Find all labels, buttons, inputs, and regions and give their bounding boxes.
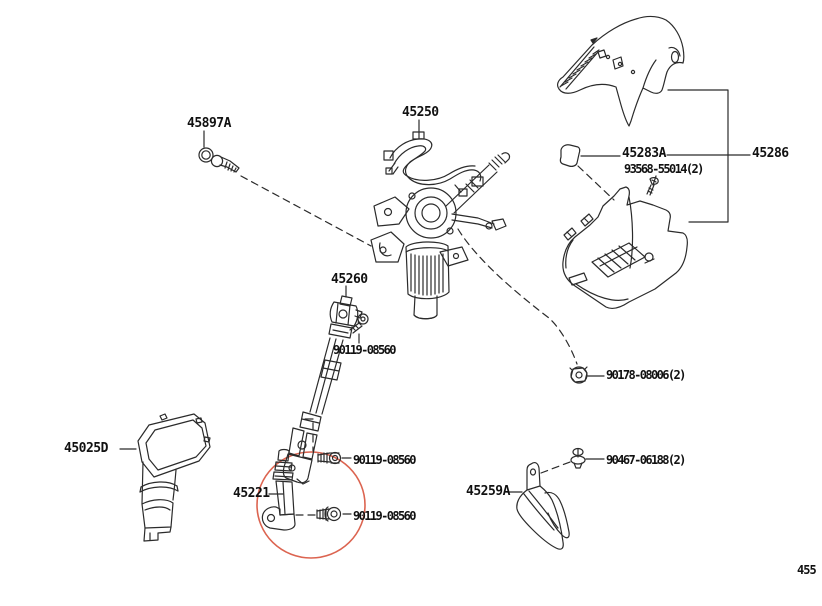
part-label-45221[interactable]: 45221 [233,486,270,501]
shaft-45221-drawing [261,448,296,531]
part-label-45286[interactable]: 45286 [752,146,789,161]
bolt-90119-bottom-drawing [316,506,342,522]
part-label-45283A[interactable]: 45283A [622,146,666,161]
bolt-90119-mid-drawing [317,451,342,465]
intermediate-shaft-45260-drawing [282,295,363,485]
plate-45283A-drawing [559,144,581,167]
part-label-90119-08560-bottom[interactable]: 90119-08560 [353,509,416,523]
nut-90178-drawing [569,366,588,384]
column-cover-upper-drawing [557,15,685,127]
hole-cover-45025D-drawing [137,413,211,542]
part-label-93568-55014[interactable]: 93568-55014(2) [624,162,704,176]
clip-90467-drawing [570,447,586,469]
cover-45259A-drawing [516,462,570,550]
part-label-90178-08006[interactable]: 90178-08006(2) [606,368,686,382]
column-cover-lower-drawing [562,186,688,309]
bolt-45897A-drawing [198,147,240,173]
part-label-45025D[interactable]: 45025D [64,441,108,456]
leader-lines [119,89,751,515]
part-label-90119-08560-mid[interactable]: 90119-08560 [353,453,416,467]
bolt-90119-top-drawing [349,313,369,334]
part-label-90119-08560-top[interactable]: 90119-08560 [333,343,396,357]
steering-column-assembly-drawing [370,131,511,320]
part-label-45260[interactable]: 45260 [331,272,368,287]
part-label-45250[interactable]: 45250 [402,105,439,120]
figure-code: 455 [797,563,817,577]
screw-93568-drawing [646,177,659,196]
part-label-45259A[interactable]: 45259A [466,484,510,499]
highlight-circle-45221 [256,451,366,559]
part-label-45897A[interactable]: 45897A [187,116,231,131]
part-label-90467-06188[interactable]: 90467-06188(2) [606,453,686,467]
assembly-dashed-lines [240,165,615,516]
